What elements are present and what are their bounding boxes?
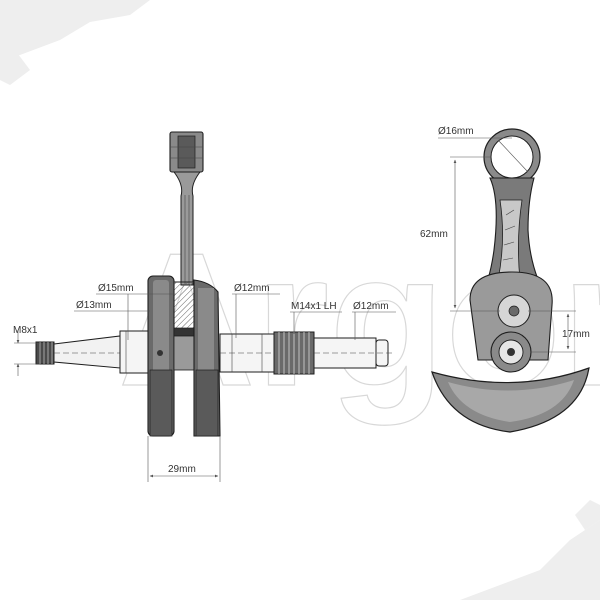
- crankshaft-side-view: [35, 131, 392, 437]
- left-thread-m8x1: [35, 341, 55, 365]
- right-thread-m14x1-lh: [273, 331, 315, 375]
- conrod-small-end: [169, 131, 204, 173]
- corner-splatter-top-left: [0, 0, 150, 85]
- dim-d15-label: Ø15mm: [98, 283, 134, 294]
- dim-d12-right-label: Ø12mm: [353, 301, 389, 312]
- dim-d16-label: Ø16mm: [438, 126, 474, 137]
- dim-d12-left-label: Ø12mm: [234, 283, 270, 294]
- left-taper: [53, 335, 121, 369]
- dimension-lines-right: [438, 137, 576, 353]
- left-shaft: [119, 330, 149, 374]
- dim-m14x1-lh-label: M14x1 LH: [291, 301, 337, 312]
- big-end-bearing: [173, 281, 195, 371]
- right-crank-web: [193, 279, 221, 437]
- dim-29mm-label: 29mm: [168, 464, 196, 475]
- left-crank-web: [147, 275, 175, 437]
- dim-17mm-label: 17mm: [562, 329, 590, 340]
- dim-d13-label: Ø13mm: [76, 300, 112, 311]
- dim-62mm-label: 62mm: [420, 229, 448, 240]
- dimension-lines-left: [14, 293, 396, 482]
- corner-splatter-bottom-right: [460, 500, 600, 600]
- dim-m8x1-label: M8x1: [13, 325, 38, 336]
- conrod-front-view: [431, 128, 590, 433]
